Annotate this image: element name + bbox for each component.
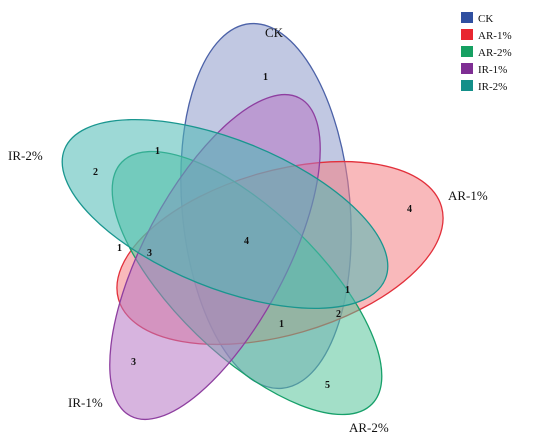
legend-swatch-ar2	[461, 46, 473, 57]
count-ir1-ir2: 1	[117, 243, 122, 254]
ellipse-ir2	[61, 118, 389, 310]
venn-ellipses	[61, 22, 444, 421]
count-ck-ar2: 1	[345, 285, 350, 296]
set-labels: CK AR-1% AR-2% IR-1% IR-2%	[8, 25, 488, 435]
count-ir1-ir2-ar1: 3	[147, 248, 152, 259]
count-ck-ir2: 1	[155, 146, 160, 157]
region-counts: 1 4 5 3 2 1 1 3 4 1 2 1	[93, 72, 412, 391]
legend-item-ar1: AR-1%	[461, 29, 512, 42]
legend-label-ck: CK	[478, 13, 493, 25]
legend-swatch-ar1	[461, 29, 473, 40]
legend-swatch-ir1	[461, 63, 473, 74]
count-ir1-only: 3	[131, 357, 136, 368]
count-ck-ar1-ar2: 1	[279, 319, 284, 330]
legend-swatch-ck	[461, 12, 473, 23]
set-label-ar2: AR-2%	[349, 420, 389, 435]
legend-label-ir2: IR-2%	[478, 81, 507, 93]
legend: CK AR-1% AR-2% IR-1% IR-2%	[461, 12, 512, 93]
legend-label-ir1: IR-1%	[478, 64, 507, 76]
set-label-ar1: AR-1%	[448, 188, 488, 203]
count-ar1-ar2: 2	[336, 309, 341, 320]
count-ir2-only: 2	[93, 167, 98, 178]
legend-label-ar2: AR-2%	[478, 47, 512, 59]
legend-swatch-ir2	[461, 80, 473, 91]
legend-item-ir1: IR-1%	[461, 63, 507, 76]
legend-item-ar2: AR-2%	[461, 46, 512, 59]
count-ar1-only: 4	[407, 204, 412, 215]
legend-item-ck: CK	[461, 12, 493, 25]
count-ck-only: 1	[263, 72, 268, 83]
count-all-five: 4	[244, 236, 249, 247]
count-ar2-only: 5	[325, 380, 330, 391]
legend-label-ar1: AR-1%	[478, 30, 512, 42]
legend-item-ir2: IR-2%	[461, 80, 507, 93]
set-label-ir1: IR-1%	[68, 395, 103, 410]
set-label-ck: CK	[265, 25, 284, 40]
set-label-ir2: IR-2%	[8, 148, 43, 163]
